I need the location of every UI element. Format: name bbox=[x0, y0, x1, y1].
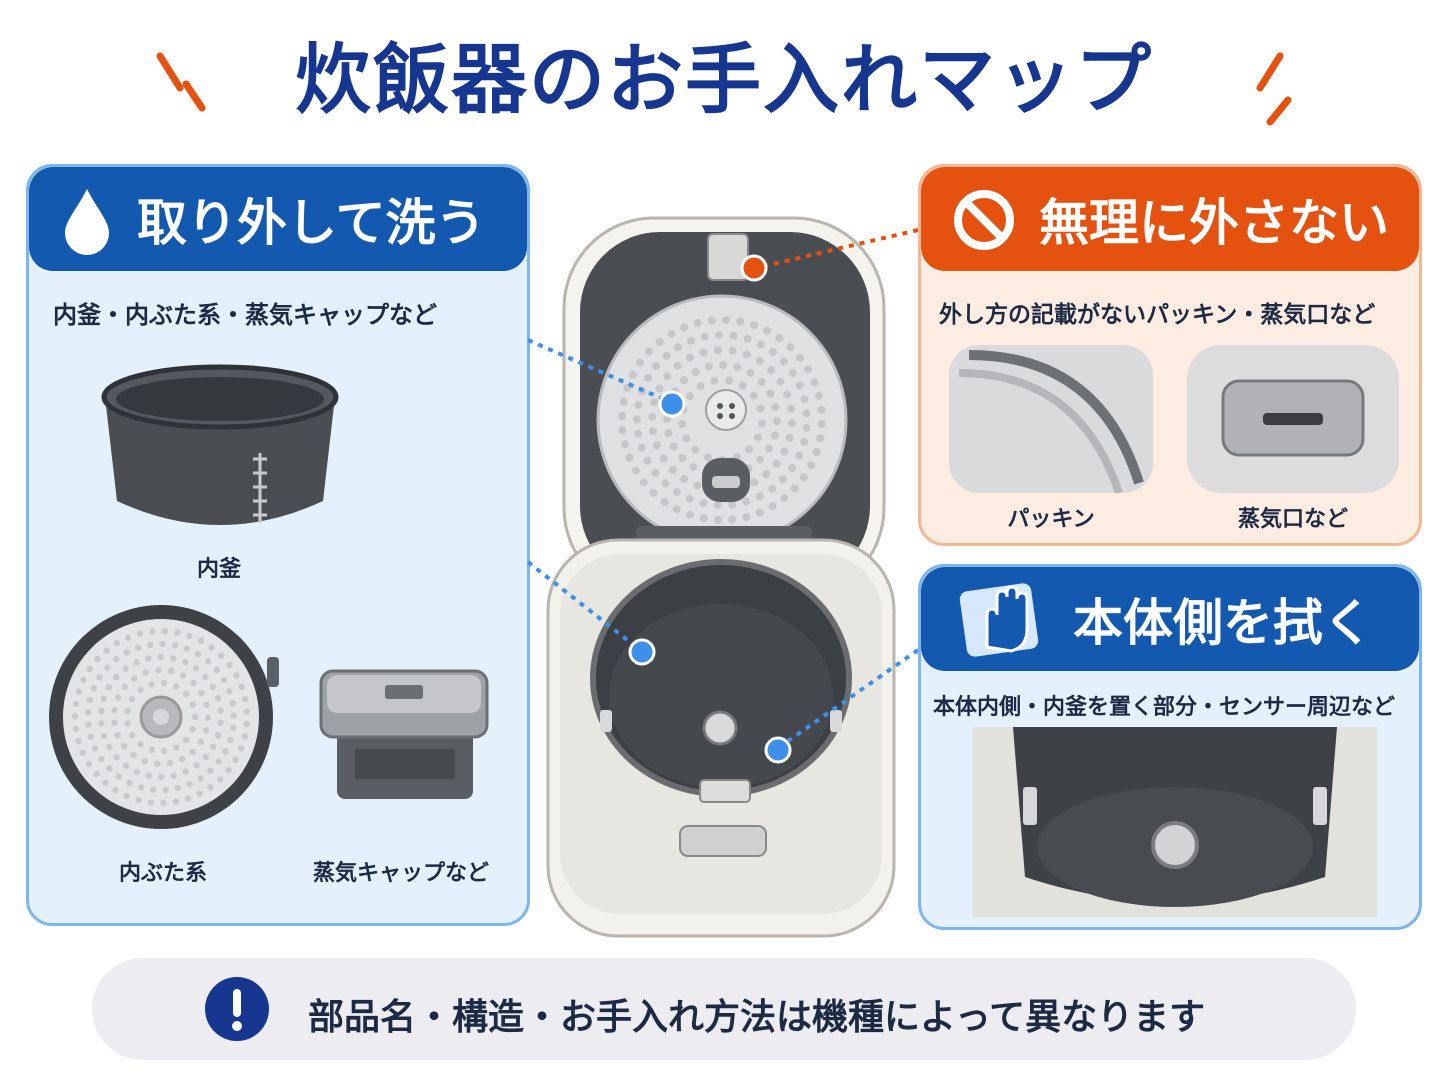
gasket-label: パッキン bbox=[1007, 507, 1095, 532]
no-remove-subtitle: 外し方の記載がないパッキン・蒸気口など bbox=[939, 302, 1376, 328]
marker-inner-pot bbox=[628, 638, 656, 666]
inner-pot-image bbox=[101, 364, 339, 525]
note-bar: 部品名・構造・お手入れ方法は機種によって異なります bbox=[92, 958, 1356, 1060]
note-text: 部品名・構造・お手入れ方法は機種によって異なります bbox=[308, 997, 1206, 1038]
steam-cap-label: 蒸気キャップなど bbox=[312, 861, 489, 886]
water-drop-icon bbox=[65, 189, 109, 255]
marker-gasket bbox=[740, 254, 768, 282]
wash-panel: 取り外して洗う 内釜・内ぶた系・蒸気キャップなど 内釜 内ぶた系 蒸気キャップな… bbox=[26, 164, 530, 926]
wash-header-label: 取り外して洗う bbox=[137, 194, 486, 252]
wash-subtitle: 内釜・内ぶた系・蒸気キャップなど bbox=[53, 301, 437, 329]
marker-inner-lid bbox=[658, 390, 686, 418]
no-remove-header-label: 無理に外さない bbox=[1039, 194, 1389, 252]
no-remove-header: 無理に外さない bbox=[921, 167, 1419, 271]
steam-vent-image bbox=[1187, 345, 1399, 493]
inner-lid-image bbox=[49, 605, 279, 829]
prohibited-icon bbox=[954, 190, 1014, 250]
steam-cap-image bbox=[319, 669, 489, 799]
marker-body bbox=[764, 736, 792, 764]
wipe-subtitle: 本体内側・内釜を置く部分・センサー周辺など bbox=[933, 695, 1396, 720]
exclamation-icon bbox=[205, 977, 269, 1041]
inner-pot-label: 内釜 bbox=[196, 557, 241, 582]
spark-right-icon bbox=[1256, 52, 1292, 126]
no-remove-panel: 無理に外さない 外し方の記載がないパッキン・蒸気口など パッキン 蒸気口など bbox=[918, 164, 1422, 546]
wipe-header: 本体側を拭く bbox=[921, 567, 1419, 671]
cooker-interior-image bbox=[973, 727, 1377, 917]
gasket-image bbox=[949, 345, 1153, 493]
page-title: 炊飯器のお手入れマップ bbox=[295, 35, 1153, 124]
wipe-header-label: 本体側を拭く bbox=[1073, 594, 1373, 652]
rice-cooker-image bbox=[546, 216, 896, 938]
inner-lid-label: 内ぶた系 bbox=[118, 861, 207, 886]
wipe-panel: 本体側を拭く 本体内側・内釜を置く部分・センサー周辺など bbox=[918, 564, 1422, 930]
spark-left-icon bbox=[156, 52, 206, 112]
wash-header: 取り外して洗う bbox=[29, 167, 527, 271]
hand-wipe-icon bbox=[959, 583, 1039, 657]
steam-vent-label: 蒸気口など bbox=[1237, 507, 1348, 532]
